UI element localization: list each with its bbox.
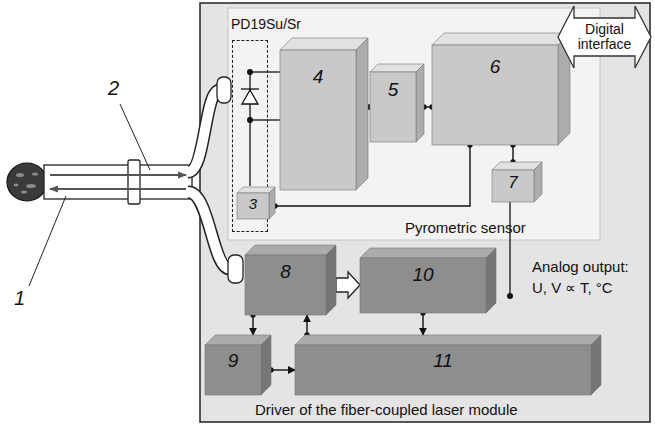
probe-radiation-arrow [50,174,186,176]
fiber-connector [128,160,140,204]
interface-label: Digital interface [574,18,635,56]
callout-number: 9 [205,345,261,372]
process-block: 7 [492,170,534,202]
laser-driver-housing: 3PD19Su/Sr4567Pyrometric sensor891011Dri… [200,3,650,422]
callout-number: 2 [108,77,119,100]
fiber-branch [188,90,220,172]
connector [275,145,470,206]
panel-ground [200,3,650,422]
callout-number: 3 [237,193,269,213]
driver-block: 11 [295,345,591,395]
connector [252,315,253,335]
connector [422,313,423,335]
fiber-coupler [217,77,231,103]
fiber-branch [188,192,230,269]
fiber-branch [188,192,230,269]
connector [424,106,432,107]
block-arrow [336,272,360,298]
probe-texture [14,173,39,194]
panel-title: Pyrometric sensor [405,219,526,236]
leader-line [29,196,66,286]
callout-number: 10 [360,258,486,286]
connector [306,315,307,335]
block-3d-shape [432,33,570,145]
pyrometric-sensor-panel: 3PD19Su/Sr4567Pyrometric sensor [228,8,600,240]
module-name: PD19Su/Sr [231,16,301,33]
wire-dot [247,117,253,123]
block-3d-shape [280,38,368,190]
signal-label: Analog output: [532,258,629,275]
signal-label: U, V ∝ T, °C [532,279,613,296]
connector [271,369,295,370]
panel-ground [228,8,600,240]
leader-line [120,104,150,170]
callout-number: 1 [14,287,25,310]
analog-output-wire [509,202,510,296]
callout-number: 7 [492,170,534,193]
callout-number: 6 [432,45,558,78]
photodiode-symbol [241,72,280,186]
callout-number: 11 [295,345,591,372]
amplifier-block: 3 [237,193,269,219]
fiber-branch [188,90,220,172]
driver-block: 9 [205,345,261,395]
panel-title: Driver of the fiber-coupled laser module [255,401,518,418]
interface-arrow: Digital interface [558,6,651,68]
fiber-coupler [228,255,243,283]
callout-number: 8 [245,255,326,283]
wire-dot [507,293,513,299]
process-block: 4 [280,50,356,190]
wire-dot [247,69,253,75]
process-block: 5 [370,72,416,142]
process-block: 6 [432,45,558,145]
callout-number: 5 [370,72,416,101]
laser-block: 8 [245,255,326,315]
driver-block: 10 [360,258,486,313]
laser-radiation-arrow [50,188,186,190]
connector [512,145,513,162]
probe-tip [7,163,47,201]
block-3d-shape [370,64,424,142]
photodetector-module: 3PD19Su/Sr [232,40,268,232]
callout-number: 4 [280,50,356,88]
connector [368,106,370,107]
fiber-tube [44,165,192,199]
